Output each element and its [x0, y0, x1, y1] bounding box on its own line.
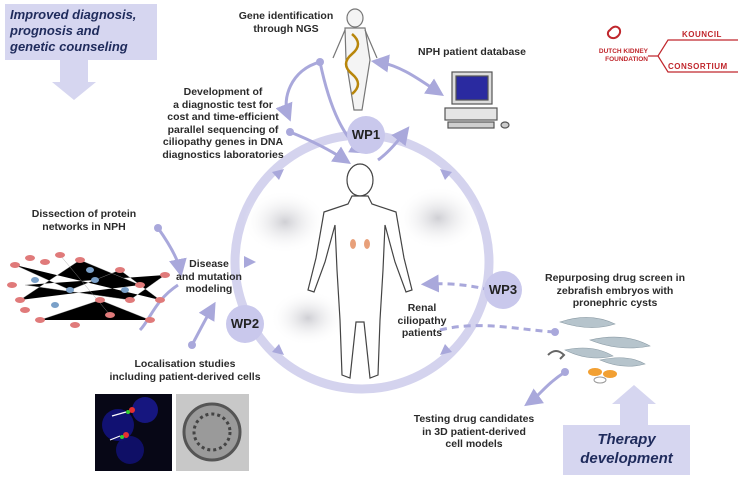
diagnosis-callout-shape [5, 4, 157, 100]
wp2-label: WP2 [230, 316, 260, 331]
drug-screen-label: Repurposing drug screen in zebrafish emb… [544, 272, 686, 309]
logo-bottom-word: CONSORTIUM [668, 62, 728, 71]
human-figure-icon [307, 163, 413, 379]
protein-network-graphic [7, 252, 170, 328]
logo-foundation-line2: FOUNDATION [605, 56, 648, 63]
renal-patients-label: Renal ciliopathy patients [397, 302, 447, 339]
localisation-label: Localisation studies including patient-d… [109, 358, 261, 383]
kouncil-logo: DUTCH KIDNEY FOUNDATION KOUNCIL CONSORTI… [590, 10, 738, 90]
dna-body-icon [332, 8, 378, 111]
wp1-badge [347, 116, 385, 154]
drug-testing-label: Testing drug candidates in 3D patient-de… [413, 413, 535, 450]
wp3-badge [484, 271, 522, 309]
circle-arrows [244, 169, 452, 355]
protein-networks-label: Dissection of protein networks in NPH [31, 208, 137, 233]
diagnostic-test-label: Development of a diagnostic test for cos… [162, 86, 284, 161]
diagnosis-callout-text: Improved diagnosis, prognosis and geneti… [10, 7, 137, 54]
gene-identification-label: Gene identification through NGS [238, 10, 334, 35]
logo-top-word: KOUNCIL [682, 30, 722, 39]
therapy-callout-shape [563, 385, 690, 475]
drug-pills-icon [547, 350, 617, 384]
disease-modeling-label: Disease and mutation modeling [176, 258, 242, 295]
computer-icon [444, 71, 510, 129]
wp3-label: WP3 [488, 282, 518, 297]
therapy-callout-text: Therapy development [580, 431, 673, 467]
wp2-badge [226, 305, 264, 343]
database-label: NPH patient database [418, 46, 526, 58]
zebrafish-embryos-image [559, 317, 651, 367]
wp1-label: WP1 [351, 127, 381, 142]
logo-foundation-line1: DUTCH KIDNEY [598, 48, 648, 55]
